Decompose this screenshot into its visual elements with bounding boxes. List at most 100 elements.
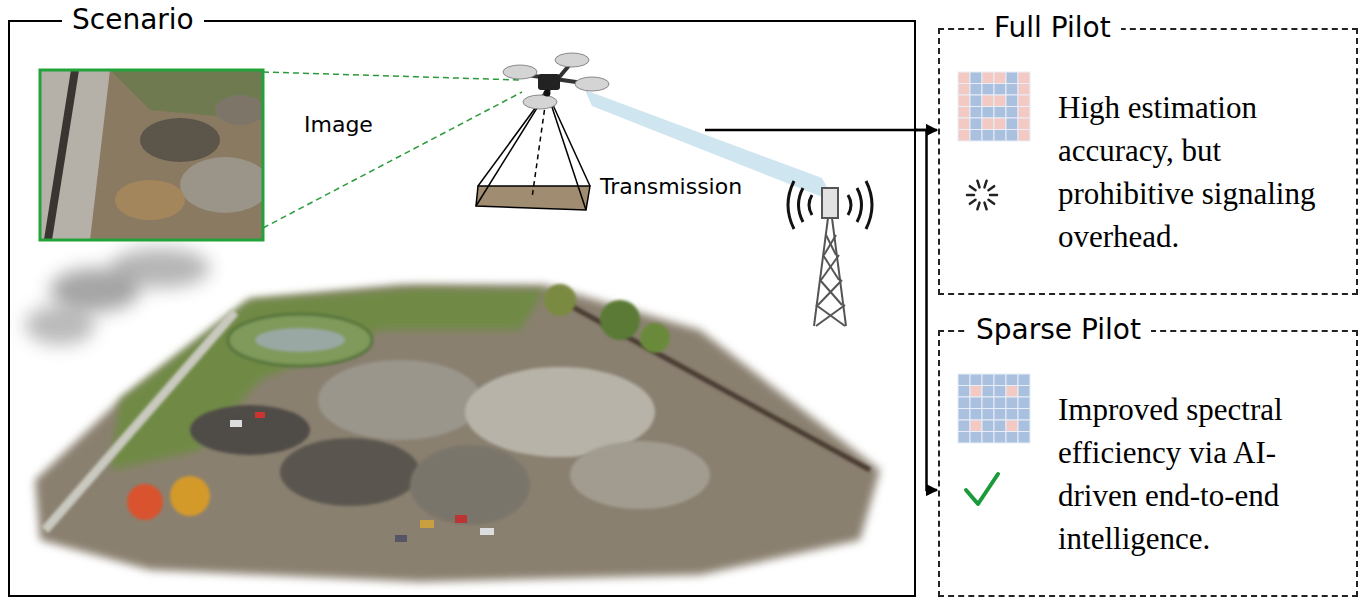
grid-cell [982, 386, 994, 398]
grid-cell [970, 118, 982, 130]
grid-cell [994, 72, 1006, 84]
grid-cell [982, 72, 994, 84]
grid-cell [982, 130, 994, 142]
view-line [263, 72, 520, 80]
grid-cell [958, 386, 970, 398]
spinner-tick [984, 203, 986, 210]
spinner-tick [970, 200, 976, 204]
scenario-panel: Scenario [8, 20, 916, 597]
terrain-model [25, 248, 880, 582]
grid-cell [1006, 420, 1018, 432]
grid-cell [1018, 130, 1030, 142]
panel-description: High estimation accuracy, but prohibitiv… [1058, 86, 1350, 258]
base-station [788, 181, 872, 326]
grid-cell [1018, 84, 1030, 96]
grid-cell [994, 432, 1006, 444]
spinner-tick [988, 200, 994, 204]
grid-cell [1006, 95, 1018, 107]
grid-cell [958, 397, 970, 409]
grid-cell [970, 397, 982, 409]
grid-cell [970, 95, 982, 107]
grid-cell [982, 409, 994, 421]
grid-cell [1018, 420, 1030, 432]
grid-cell [970, 409, 982, 421]
transmission-beam [585, 90, 835, 202]
grid-cell [970, 432, 982, 444]
grid-cell [958, 84, 970, 96]
spinner-tick [967, 194, 974, 197]
grid-cell [958, 95, 970, 107]
panel-description: Improved spectral efficiency via AI-driv… [1058, 388, 1350, 560]
panel-title: Sparse Pilot [966, 313, 1151, 347]
flow-arrow [916, 130, 937, 490]
grid-cell [958, 374, 970, 386]
grid-cell [1018, 397, 1030, 409]
transmission-label: Transmission [600, 174, 742, 200]
grid-cell [970, 374, 982, 386]
grid-cell [994, 118, 1006, 130]
grid-cell [958, 432, 970, 444]
spinner-tick [988, 186, 994, 190]
grid-cell [994, 386, 1006, 398]
grid-cell [994, 130, 1006, 142]
grid-cell [994, 409, 1006, 421]
grid-cell [1006, 386, 1018, 398]
drone-icon [503, 53, 609, 109]
grid-cell [958, 130, 970, 142]
grid-cell [982, 107, 994, 119]
grid-cell [1018, 72, 1030, 84]
grid-cell [958, 420, 970, 432]
grid-cell [1006, 72, 1018, 84]
grid-cell [1018, 374, 1030, 386]
grid-cell [958, 409, 970, 421]
grid-cell [1006, 130, 1018, 142]
spinner-tick [977, 181, 979, 188]
grid-cell [970, 107, 982, 119]
spinner-tick [970, 186, 976, 190]
panel-title: Full Pilot [984, 11, 1121, 45]
sparse-pilot-panel: Sparse PilotImproved spectral efficiency… [938, 330, 1358, 597]
spinner-tick [990, 194, 997, 197]
grid-cell [1018, 409, 1030, 421]
feed-line [705, 129, 917, 132]
spinner-tick [977, 203, 979, 210]
spinner-tick [984, 181, 986, 188]
grid-cell [1018, 107, 1030, 119]
grid-cell [994, 420, 1006, 432]
grid-cell [1018, 118, 1030, 130]
grid-cell [994, 397, 1006, 409]
sparse-pilot-grid [958, 374, 1030, 443]
grid-cell [1006, 107, 1018, 119]
grid-cell [1018, 386, 1030, 398]
grid-cell [982, 118, 994, 130]
full-pilot-grid [958, 72, 1030, 141]
grid-cell [970, 130, 982, 142]
grid-cell [970, 386, 982, 398]
camera-image [40, 70, 270, 240]
grid-cell [994, 84, 1006, 96]
grid-cell [1006, 118, 1018, 130]
grid-cell [958, 72, 970, 84]
grid-cell [982, 432, 994, 444]
full-pilot-panel: Full PilotHigh estimation accuracy, but … [938, 28, 1358, 295]
grid-cell [1006, 409, 1018, 421]
grid-cell [970, 420, 982, 432]
grid-cell [1006, 397, 1018, 409]
grid-cell [982, 397, 994, 409]
grid-cell [958, 118, 970, 130]
grid-cell [982, 84, 994, 96]
grid-cell [970, 72, 982, 84]
camera-frustum [476, 92, 590, 210]
grid-cell [982, 420, 994, 432]
grid-cell [970, 84, 982, 96]
image-label: Image [304, 112, 373, 138]
grid-cell [1018, 432, 1030, 444]
loading-spinner [967, 181, 997, 210]
panel-title: Scenario [62, 3, 204, 37]
grid-cell [982, 374, 994, 386]
grid-cell [994, 95, 1006, 107]
check-mark [966, 474, 998, 504]
grid-cell [1018, 95, 1030, 107]
grid-cell [1006, 84, 1018, 96]
